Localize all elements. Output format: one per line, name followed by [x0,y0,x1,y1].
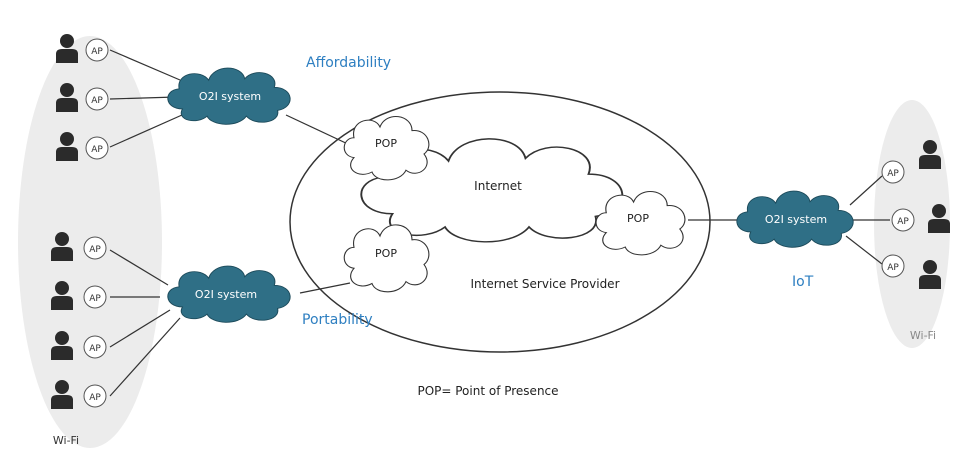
pop-label-right: POP [627,212,649,225]
left-top-clients: AP AP AP [56,34,109,161]
legend-text: POP= Point of Presence [417,384,558,398]
wifi-label-right: Wi-Fi [910,329,936,342]
ap-node [83,285,107,309]
o2i-label-bottom: O2I system [195,288,257,301]
ap-label: AP [89,393,101,403]
ap-node [881,160,905,184]
ap-label: AP [887,263,899,273]
left-bottom-clients: AP AP AP AP [51,232,107,409]
o2i-label-top: O2I system [199,90,261,103]
portability-label: Portability [302,312,373,328]
wifi-label-left: Wi-Fi [53,434,79,447]
isp-label: Internet Service Provider [470,277,619,291]
ap-node [83,236,107,260]
internet-label: Internet [474,179,522,193]
ap-label: AP [89,294,101,304]
ap-node [83,384,107,408]
ap-label: AP [91,96,103,106]
ap-label: AP [897,217,909,227]
ap-node [891,208,915,232]
ap-label: AP [91,47,103,57]
isp-boundary [289,91,711,353]
ap-node [83,335,107,359]
ap-node [85,87,109,111]
ap-label: AP [89,245,101,255]
affordability-label: Affordability [306,55,391,71]
connection-lines [109,49,890,397]
ap-node [85,136,109,160]
ap-label: AP [887,169,899,179]
pop-label-top: POP [375,137,397,150]
pop-label-bottom: POP [375,247,397,260]
o2i-label-right: O2I system [765,213,827,226]
ap-label: AP [91,145,103,155]
right-clients: AP AP AP [881,140,950,289]
ap-node [85,38,109,62]
ap-label: AP [89,344,101,354]
ap-node [881,254,905,278]
iot-label: IoT [792,274,814,290]
